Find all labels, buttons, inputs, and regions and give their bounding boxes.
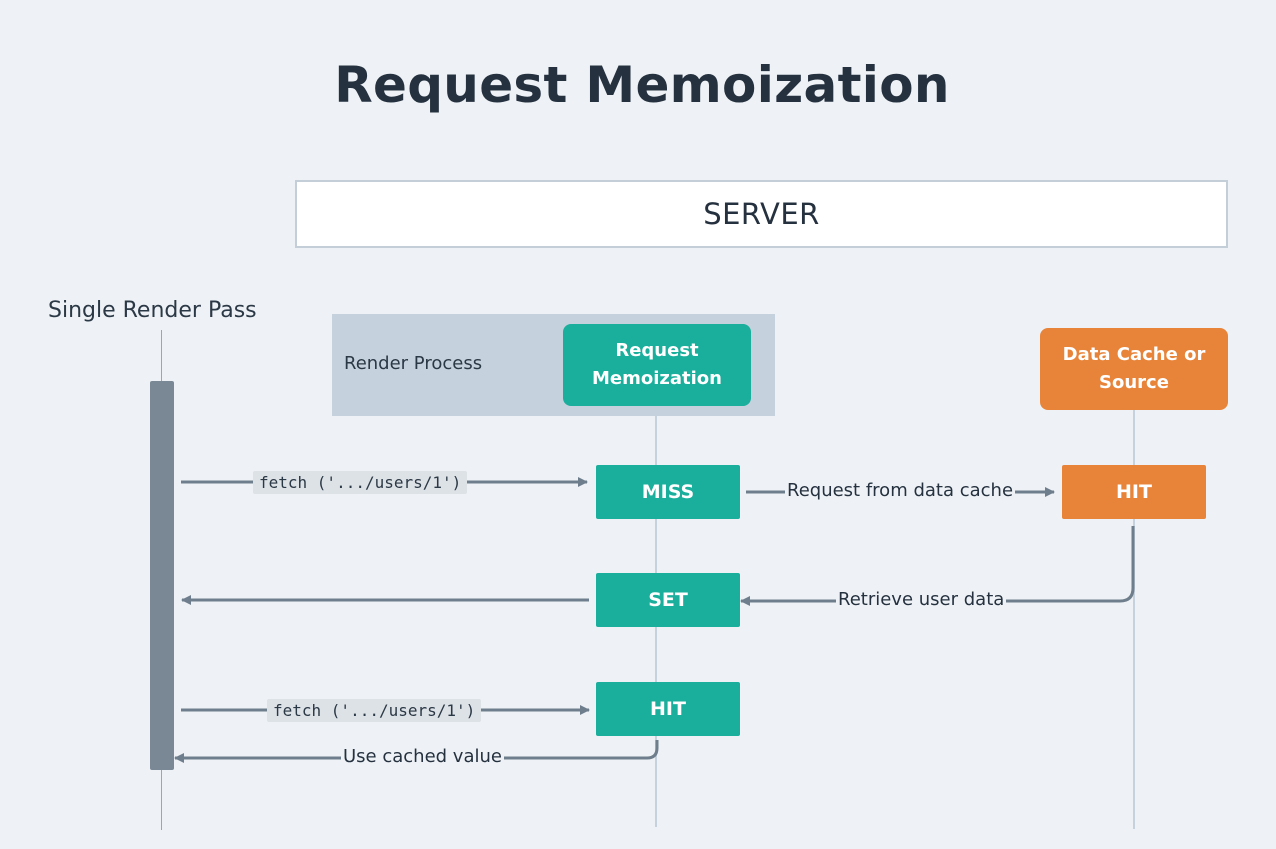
request-from-cache-label: Request from data cache <box>785 480 1016 501</box>
page-title: Request Memoization <box>334 56 950 114</box>
render-pass-lane-label: Single Render Pass <box>48 298 257 323</box>
miss-step: MISS <box>596 465 740 519</box>
cache-hit-step: HIT <box>1062 465 1206 519</box>
request-memoization-header-label: Request Memoization <box>592 340 722 389</box>
cache-hit-step-label: HIT <box>1116 481 1152 503</box>
request-memoization-header: Request Memoization <box>563 324 751 406</box>
miss-step-label: MISS <box>641 481 695 503</box>
set-step: SET <box>596 573 740 627</box>
data-cache-header: Data Cache or Source <box>1040 328 1228 410</box>
data-cache-lifeline <box>1133 409 1135 829</box>
server-header: SERVER <box>295 180 1228 248</box>
retrieve-user-data-label: Retrieve user data <box>836 589 1007 610</box>
fetch-2-label: fetch ('.../users/1') <box>267 699 482 722</box>
memo-hit-step: HIT <box>596 682 740 736</box>
set-step-label: SET <box>648 589 688 611</box>
use-cached-value-arrow <box>174 740 659 763</box>
server-label: SERVER <box>703 197 820 231</box>
render-pass-activation-bar <box>150 381 174 770</box>
use-cached-value-label: Use cached value <box>341 746 504 767</box>
memo-hit-step-label: HIT <box>650 698 686 720</box>
data-cache-header-label: Data Cache or Source <box>1062 344 1206 393</box>
fetch-1-label: fetch ('.../users/1') <box>253 471 468 494</box>
retrieve-user-data-arrow <box>740 526 1135 606</box>
render-process-label: Render Process <box>344 353 483 374</box>
